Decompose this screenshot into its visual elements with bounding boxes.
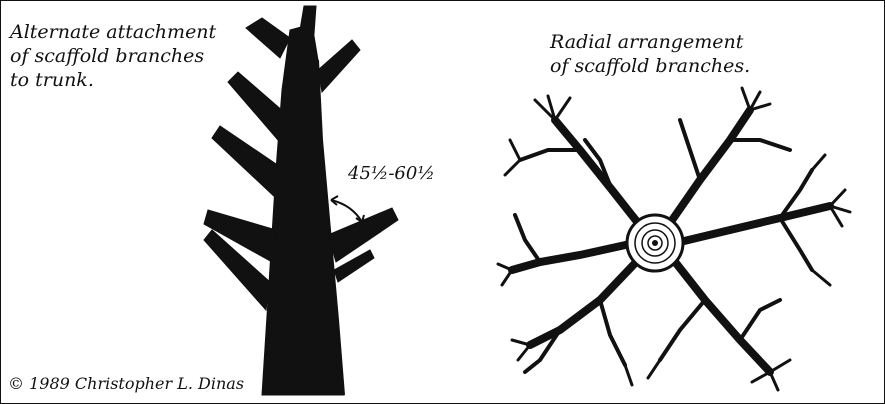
angle-label: 45½-60½ xyxy=(348,162,435,186)
limb-down-left xyxy=(530,258,640,345)
branch-left-2 xyxy=(212,126,282,200)
copyright-notice: © 1989 Christopher L. Dinas xyxy=(8,372,244,396)
angle-indicator xyxy=(331,196,364,222)
right-caption: Radial arrangement of scaffold branches. xyxy=(550,30,750,78)
limb-up-right xyxy=(668,110,750,226)
branch-left-1 xyxy=(228,72,284,140)
branch-top-right xyxy=(300,6,316,34)
left-caption-line-3: to trunk. xyxy=(10,68,216,92)
left-caption-line-1: Alternate attachment xyxy=(10,20,216,44)
right-caption-line-1: Radial arrangement xyxy=(550,30,750,54)
left-caption: Alternate attachment of scaffold branche… xyxy=(10,20,216,92)
branch-right-upper xyxy=(318,40,360,92)
limb-up-left xyxy=(555,120,642,228)
radial-illustration xyxy=(498,88,850,390)
trunk-illustration xyxy=(204,6,398,395)
limb-right xyxy=(680,206,830,242)
left-caption-line-2: of scaffold branches xyxy=(10,44,216,68)
branch-top-left xyxy=(246,18,290,58)
right-caption-line-2: of scaffold branches. xyxy=(550,54,750,78)
